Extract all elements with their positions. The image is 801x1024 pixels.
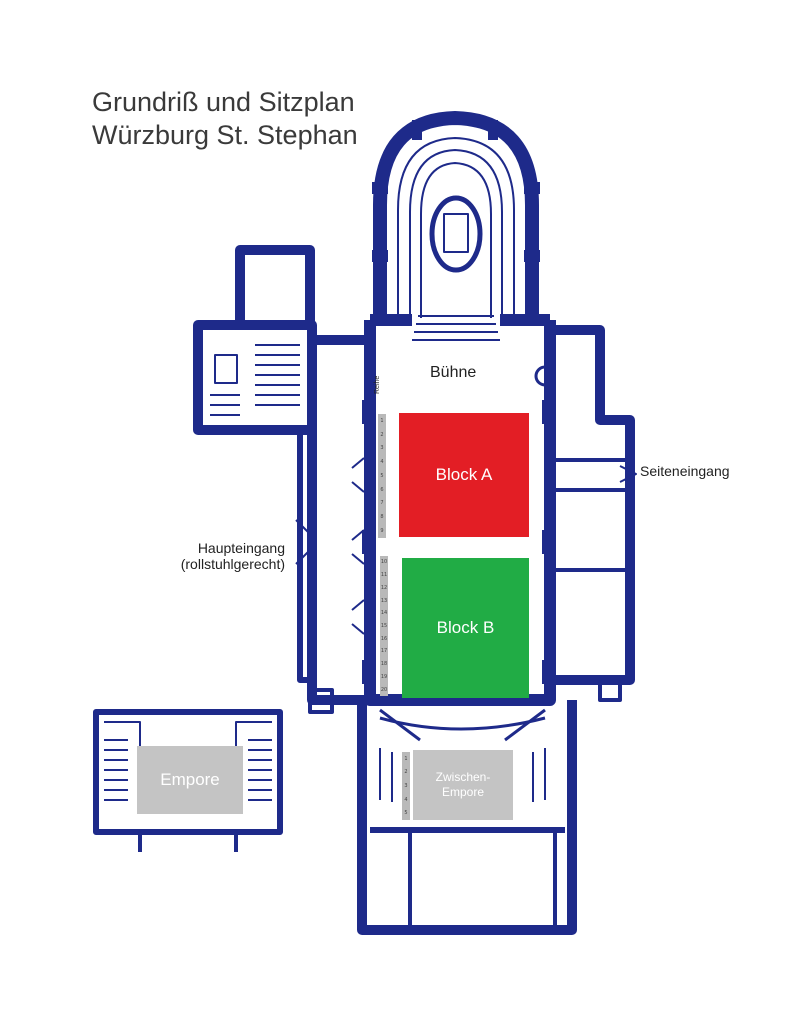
row-strip-block-a: 1 2 3 4 5 6 7 8 9	[378, 414, 386, 538]
block-a-row-1: 1	[380, 417, 384, 424]
block-b-row-15: 15	[380, 622, 388, 629]
nave-wall	[364, 320, 556, 706]
row-strip-zwischen-empore: 1 2 3 4 5	[402, 752, 410, 820]
block-b-row-11: 11	[380, 572, 388, 579]
block-a-row-2: 2	[380, 431, 384, 438]
apse-wall	[373, 111, 539, 320]
zwischen-row-2: 2	[404, 769, 408, 776]
empore-label: Empore	[160, 770, 220, 789]
narthex-wall	[357, 700, 577, 935]
title-line-2: Würzburg St. Stephan	[92, 120, 358, 150]
empore-plan-wall	[93, 709, 283, 835]
block-b-row-10: 10	[380, 559, 388, 566]
zwischen-row-4: 4	[404, 796, 408, 803]
zwischen-row-1: 1	[404, 755, 408, 762]
altar-oval	[429, 195, 483, 273]
zwischen-row-3: 3	[404, 782, 408, 789]
zwischen-empore-block[interactable]: Zwischen- Empore	[413, 750, 513, 820]
block-b-row-18: 18	[380, 661, 388, 668]
block-a-row-3: 3	[380, 445, 384, 452]
block-b-row-13: 13	[380, 597, 388, 604]
block-b-row-17: 17	[380, 648, 388, 655]
main-entrance-line-2: (rollstuhlgerecht)	[180, 556, 285, 572]
main-entrance-line-1: Haupteingang	[197, 540, 285, 556]
block-a-row-4: 4	[380, 459, 384, 466]
block-b-row-19: 19	[380, 673, 388, 680]
block-b-row-14: 14	[380, 610, 388, 617]
block-a-label: Block A	[435, 465, 493, 484]
row-strip-block-b: 10 11 12 13 14 15 16 17 18 19 20	[380, 556, 388, 696]
zwischen-empore-label-2: Empore	[441, 785, 485, 799]
zwischen-empore-label-1: Zwischen-	[435, 770, 491, 784]
block-a-row-7: 7	[380, 500, 384, 507]
block-a-row-5: 5	[380, 472, 384, 479]
main-entrance-label: Haupteingang (rollstuhlgerecht)	[160, 540, 285, 572]
east-rooms-wall	[550, 325, 635, 685]
row-header-label: Reihe	[374, 375, 381, 394]
stage-label: Bühne	[430, 364, 477, 381]
block-b[interactable]: Block B	[402, 558, 529, 698]
block-a[interactable]: Block A	[399, 413, 529, 537]
block-b-label: Block B	[436, 618, 495, 637]
apse-steps	[397, 137, 515, 318]
block-b-row-16: 16	[380, 635, 388, 642]
side-entrance-label: Seiteneingang	[640, 463, 730, 479]
block-a-row-8: 8	[380, 514, 384, 521]
west-aisle-wall	[307, 335, 370, 705]
block-b-row-20: 20	[380, 686, 388, 693]
sacristy-wall	[235, 245, 315, 330]
block-a-row-9: 9	[380, 528, 384, 534]
zwischen-row-5: 5	[404, 810, 408, 817]
block-a-row-6: 6	[380, 486, 384, 493]
empore-block[interactable]: Empore	[137, 746, 243, 814]
page-title: Grundriß und Sitzplan Würzburg St. Steph…	[92, 86, 358, 152]
title-line-1: Grundriß und Sitzplan	[92, 87, 355, 117]
block-b-row-12: 12	[380, 584, 388, 591]
